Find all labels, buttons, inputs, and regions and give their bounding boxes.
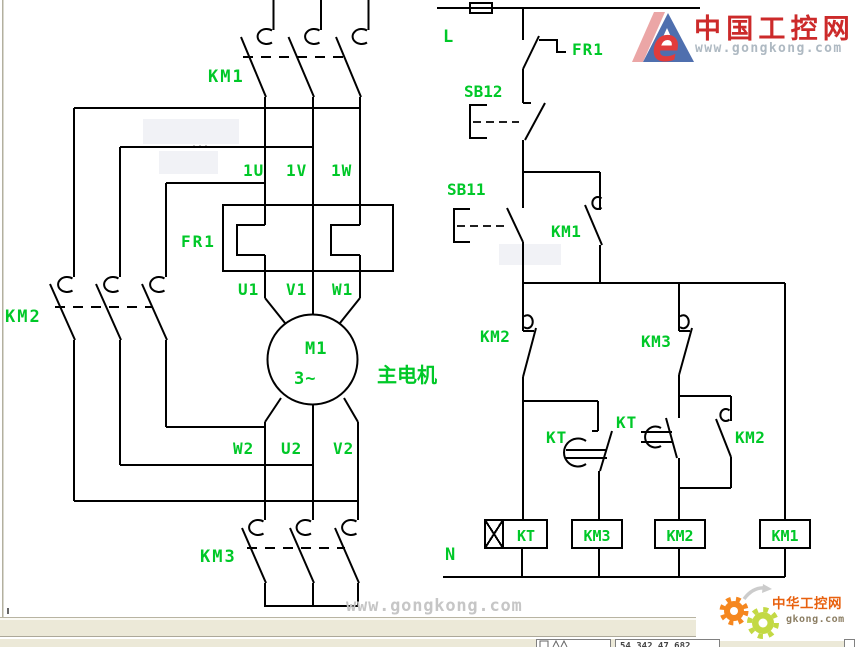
label-coil-km3: KM3 [583, 527, 610, 545]
km3-nc-contact [678, 314, 693, 376]
km1-no-contact [584, 196, 603, 246]
status-field-icons[interactable] [536, 639, 611, 647]
km3-coil [571, 519, 623, 549]
label-sb12: SB12 [464, 82, 503, 101]
km1-coil [759, 519, 811, 549]
status-field-icon-marks [539, 639, 568, 647]
label-kt-right: KT [616, 413, 637, 432]
label-v2: V2 [333, 439, 354, 458]
label-neutral-n: N [445, 545, 455, 565]
label-1v: 1V [286, 161, 307, 180]
label-km3-ctrl: KM3 [641, 332, 671, 351]
km2-coil [654, 519, 706, 549]
km2-nc-contact [522, 314, 537, 378]
control-wires-straight [437, 7, 786, 578]
label-line-l: L [443, 27, 453, 47]
watermark-url: www.gongkong.com [346, 596, 523, 616]
footer-logo: 中华工控网 gkong.com [696, 580, 855, 641]
status-field-values[interactable] [615, 639, 720, 647]
kt-delay-contact-1 [563, 430, 613, 472]
main-circuit [49, 0, 394, 607]
label-motor-caption: 主电机 [377, 363, 437, 387]
label-km2-right: KM2 [735, 428, 765, 447]
gear-green-hole [758, 618, 768, 628]
status-bands [0, 617, 855, 647]
logo-triangle-notch [658, 28, 676, 48]
gear-orange-hole [730, 607, 738, 615]
logo-e: e [652, 18, 680, 72]
label-sb11: SB11 [447, 180, 486, 199]
label-1u: 1U [243, 161, 264, 180]
footer-logo-bg [696, 580, 855, 641]
kt-coil [484, 519, 548, 549]
brand-site-url: www.gongkong.com [695, 41, 843, 56]
km3-contact-blades [241, 527, 360, 584]
sb12-button [469, 102, 546, 141]
label-coil-km1: KM1 [771, 527, 798, 545]
label-km1-main: KM1 [208, 67, 245, 87]
footer-site-name: 中华工控网 [772, 595, 842, 612]
kt-delay-contact-2 [641, 417, 678, 459]
label-fr1-ctrl: FR1 [572, 40, 604, 59]
window-left-border [2, 0, 4, 617]
motor-lead-diagonals [264, 297, 361, 423]
main-circuit-labels: KM1 1U 1V 1W FR1 U1 V1 W1 M1 3~ 主电机 W2 U… [5, 67, 437, 567]
gear-orange-teeth [719, 596, 749, 626]
label-motor-name: M1 [305, 339, 327, 359]
control-circuit-labels: L FR1 SB12 SB11 KM1 KM2 KM3 KT KT KM2 KT… [443, 27, 799, 565]
label-km3-main: KM3 [200, 547, 237, 567]
fr1-nc-contact [522, 35, 566, 70]
window-left-border-notch [7, 608, 9, 614]
km1-contact-blades [240, 36, 362, 98]
fuse-symbol [469, 2, 493, 14]
footer-arrow-head [762, 584, 772, 593]
brand-site-name: 中国工控网 [694, 14, 855, 45]
label-coil-kt: KT [517, 527, 535, 545]
km2-no-contact-right [715, 408, 732, 458]
label-w1: W1 [332, 280, 353, 299]
label-u1: U1 [238, 280, 259, 299]
logo-slash [632, 12, 665, 62]
status-field-small[interactable] [844, 639, 855, 647]
label-v1: V1 [286, 280, 307, 299]
kt-coil-x-box [484, 519, 504, 549]
label-km2-ctrl: KM2 [480, 327, 510, 346]
km2-contact-blades [49, 283, 168, 341]
km2-contact-hooks [57, 276, 166, 293]
gear-green-teeth [747, 607, 779, 639]
label-coil-km2: KM2 [666, 527, 693, 545]
footer-site-url: gkong.com [786, 614, 845, 625]
motor-circle [266, 313, 359, 406]
fr1-heaters [236, 205, 361, 256]
coils [484, 519, 811, 549]
sb11-button [453, 207, 524, 243]
phase-wires-straight [73, 0, 370, 607]
control-circuit [437, 2, 811, 578]
brand-header: e 中国工控网 www.gongkong.com [632, 12, 855, 72]
label-w2: W2 [233, 439, 254, 458]
fr1-thermal-box [222, 204, 394, 272]
status-field-values-text: 54 342 47 682 [620, 642, 690, 647]
km1-contact-hooks [256, 28, 368, 45]
status-bar: 54 342 47 682 [536, 639, 855, 647]
label-kt-left: KT [546, 428, 567, 447]
label-fr1-main: FR1 [181, 232, 216, 251]
label-u2: U2 [281, 439, 302, 458]
label-motor-phases: 3~ [294, 369, 316, 389]
km3-contact-hooks [248, 519, 358, 536]
label-km1-ctrl: KM1 [551, 222, 581, 241]
erased-patches [143, 119, 561, 265]
label-km2-main: KM2 [5, 307, 42, 327]
label-1w: 1W [331, 161, 352, 180]
